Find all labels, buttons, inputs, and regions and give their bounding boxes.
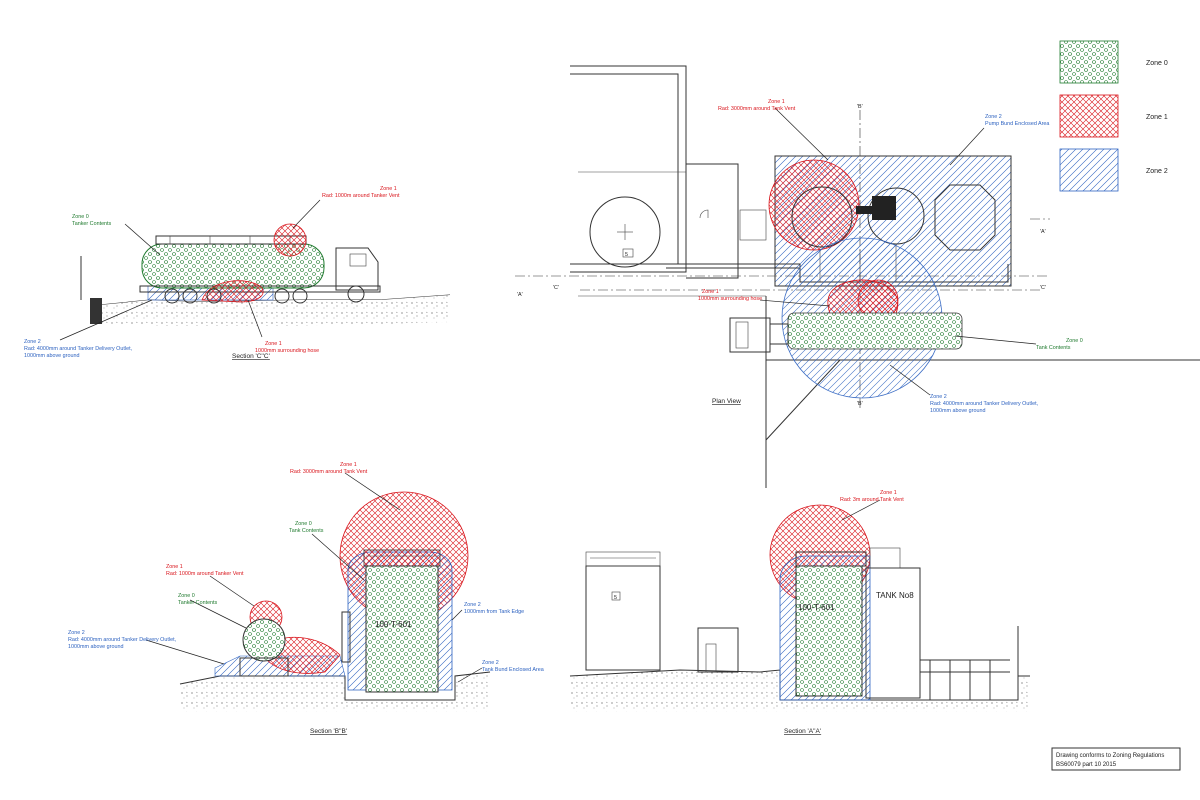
- label-plan-zone1-vent: Zone 1: [768, 99, 785, 105]
- label-bb-zone2-outlet-desc2: 1000mm above ground: [68, 644, 123, 650]
- aa-tank-5: [585, 565, 661, 671]
- legend: Zone 0 Zone 1 Zone 2: [1059, 40, 1168, 192]
- plan-tank-5: [589, 196, 661, 268]
- label-bb-zone0-tanker: Zone 0: [178, 593, 195, 599]
- legend-swatch-zone1: [1059, 94, 1119, 138]
- truck-cab: [335, 247, 379, 291]
- label-bb-zone1-tanker-desc: Rad: 1000m around Tanker Vent: [166, 571, 244, 577]
- wheel: [182, 288, 198, 304]
- zone1-vent-circle: [273, 223, 307, 257]
- aa-tank-id: 100-T-601: [798, 603, 835, 612]
- label-cc-zone1-vent-desc: Rad: 1000m around Tanker Vent: [322, 193, 400, 199]
- aa-tank-601: [795, 565, 863, 697]
- title-section-bb: Section 'B''B': [310, 728, 347, 735]
- label-bb-zone0-tanker-desc: Tanker Contents: [178, 600, 218, 606]
- label-bb-zone0-tank-desc: Tank Contents: [289, 528, 324, 534]
- label-bb-zone2-outlet: Zone 2: [68, 630, 85, 636]
- aa-tank-label: TANK No8: [876, 591, 914, 600]
- label-bb-zone2-bund: Zone 2: [482, 660, 499, 666]
- label-plan-zone1-hose: Zone 1: [702, 289, 719, 295]
- plan-mark-c-right: 'C': [1040, 285, 1046, 291]
- title-section-aa: Section 'A''A': [784, 728, 821, 735]
- label-cc-zone0: Zone 0: [72, 214, 89, 220]
- plan-mark-c-left: 'C': [553, 285, 559, 291]
- bb-tanker-chassis: [239, 657, 289, 677]
- plan-zone1-vent-circle: [768, 159, 860, 251]
- building-outline-outer: [570, 65, 687, 273]
- label-plan-zone1-hose-desc: 1000mm surrounding hose: [698, 296, 762, 302]
- plan-pump: [872, 196, 896, 220]
- aa-ground-fill: [570, 670, 1030, 712]
- label-plan-zone2-outlet-desc2: 1000mm above ground: [930, 408, 985, 414]
- plan-mark-a-left: 'A': [517, 292, 523, 298]
- wheel: [164, 288, 180, 304]
- note-line2: BS60079 part 10 2015: [1056, 762, 1117, 768]
- bb-ladder: [341, 611, 351, 663]
- zone1-hose-area: [201, 280, 264, 303]
- bb-tanker-barrel: [242, 618, 286, 662]
- label-cc-zone0-desc: Tanker Contents: [72, 221, 112, 227]
- plan-tanker-barrel: [787, 312, 963, 350]
- plan-tank-number: 5: [625, 252, 628, 258]
- note-line1: Drawing conforms to Zoning Regulations: [1056, 753, 1164, 759]
- plan-mark-b-top: 'B': [857, 104, 863, 110]
- label-plan-zone0-desc: Tank Contents: [1036, 345, 1071, 351]
- plan-mark-b-bottom: 'B': [857, 401, 863, 407]
- legend-swatch-zone2: [1059, 148, 1119, 192]
- label-cc-zone1-hose: Zone 1: [265, 341, 282, 347]
- label-cc-zone2-desc: Rad: 4000mm around Tanker Delivery Outle…: [24, 346, 133, 352]
- label-bb-zone0-tank: Zone 0: [295, 521, 312, 527]
- bb-tank-id: 100-T-601: [375, 620, 412, 629]
- label-bb-zone1-tanker: Zone 1: [166, 564, 183, 570]
- section-cc: Zone 0 Tanker Contents Zone 1 Rad: 1000m…: [24, 186, 451, 360]
- aa-small-tank-number: 5: [614, 595, 617, 601]
- legend-label-zone1: Zone 1: [1146, 114, 1168, 121]
- aa-tank-8: [865, 567, 921, 699]
- label-bb-zone2-outlet-desc: Rad: 4000mm around Tanker Delivery Outle…: [68, 637, 177, 643]
- label-plan-zone2-outlet-desc: Rad: 4000mm around Tanker Delivery Outle…: [930, 401, 1039, 407]
- title-section-cc: Section 'C''C': [232, 353, 270, 360]
- regulation-note: Drawing conforms to Zoning Regulations B…: [1051, 747, 1181, 771]
- bb-tank-601: [365, 565, 439, 693]
- label-plan-zone2-outlet: Zone 2: [930, 394, 947, 400]
- label-bb-zone1-tank-desc: Rad: 3000mm around Tank Vent: [290, 469, 368, 475]
- building-outline-inner: [570, 73, 679, 265]
- label-bb-zone2-edge: Zone 2: [464, 602, 481, 608]
- label-cc-zone2-desc2: 1000mm above ground: [24, 353, 79, 359]
- wheel: [274, 288, 290, 304]
- wheel: [347, 285, 365, 303]
- aa-small-building: [697, 627, 739, 673]
- label-cc-zone1-vent: Zone 1: [380, 186, 397, 192]
- cab-window: [349, 253, 367, 267]
- title-plan-view: Plan View: [712, 398, 741, 405]
- plan-small-building: [739, 209, 767, 241]
- plan-mark-a-right: 'A': [1040, 229, 1046, 235]
- label-plan-zone1-vent-desc: Rad: 3000mm around Tank Vent: [718, 106, 796, 112]
- section-bb: 100-T-601 Zone 1 Rad: 3000mm around Tank…: [68, 462, 544, 735]
- bb-ground-fill: [180, 672, 490, 712]
- plan-tank-601: [791, 186, 853, 248]
- label-bb-zone2-bund-desc: Tank Bund Enclosed Area: [482, 667, 544, 673]
- label-plan-zone2-bund-desc: Pump Bund Enclosed Area: [985, 121, 1049, 127]
- label-plan-zone0: Zone 0: [1066, 338, 1083, 344]
- label-aa-zone1-desc: Rad: 3m around Tank Vent: [840, 497, 904, 503]
- legend-label-zone0: Zone 0: [1146, 60, 1168, 67]
- wheel: [292, 288, 308, 304]
- section-aa: 5 100-T-601 TANK No8 Zone 1 Rad: 3m arou…: [569, 490, 1030, 735]
- plan-view: 5 'B' 'B' 'A' 'A' 'C' 'C': [515, 65, 1200, 488]
- label-aa-zone1: Zone 1: [880, 490, 897, 496]
- label-cc-zone1-hose-desc: 1000mm surrounding hose: [255, 348, 319, 354]
- note-box: [1051, 747, 1181, 771]
- pillar: [90, 298, 102, 324]
- label-cc-zone2: Zone 2: [24, 339, 41, 345]
- legend-label-zone2: Zone 2: [1146, 168, 1168, 175]
- wheel: [206, 288, 222, 304]
- legend-swatch-zone0: [1059, 40, 1119, 84]
- plan-octagon-tank: [934, 184, 996, 251]
- label-plan-zone2-bund: Zone 2: [985, 114, 1002, 120]
- label-bb-zone2-edge-desc: 1000mm from Tank Edge: [464, 609, 524, 615]
- label-bb-zone1-tank: Zone 1: [340, 462, 357, 468]
